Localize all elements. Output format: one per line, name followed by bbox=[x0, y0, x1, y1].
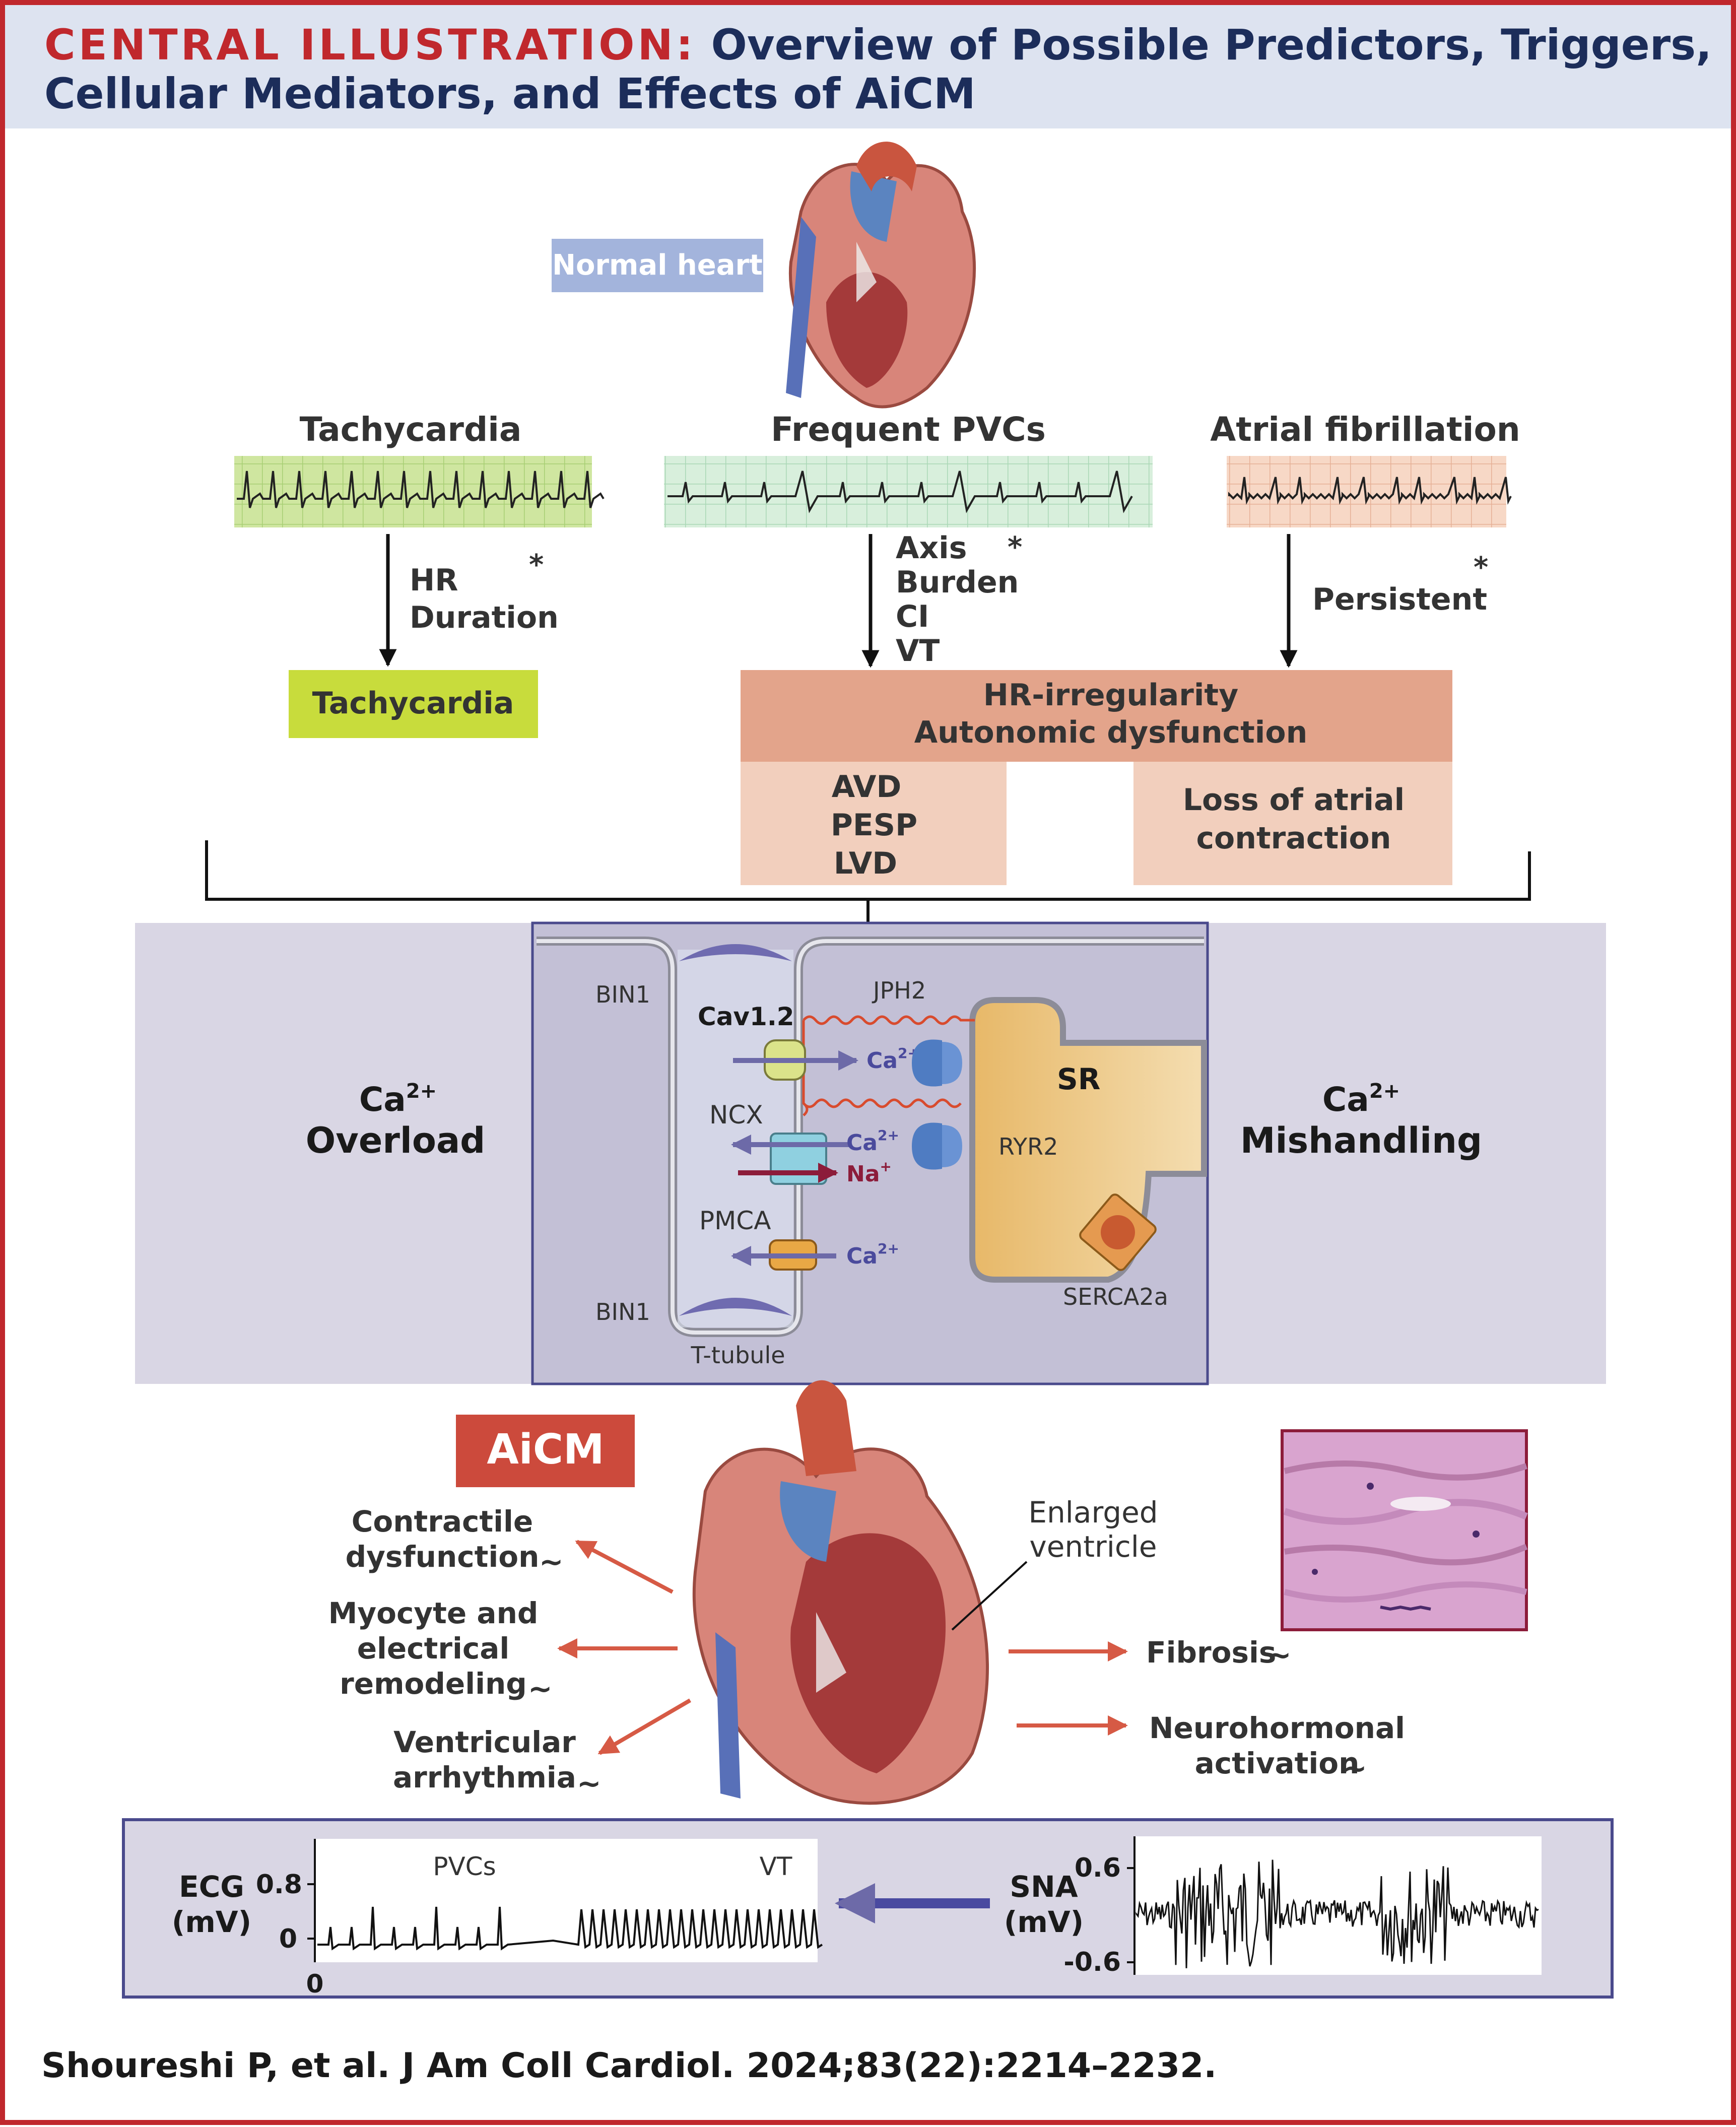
atrial-fibrillation-title: Atrial fibrillation bbox=[1210, 410, 1520, 449]
tachycardia-box bbox=[289, 670, 538, 738]
effect-arrhythmia-line2: arrhythmia bbox=[393, 1760, 576, 1794]
effect-remodeling-line1: Myocyte and bbox=[328, 1596, 539, 1630]
pvcs-predictor-vt: VT bbox=[896, 633, 940, 669]
lvd-label: LVD bbox=[834, 846, 897, 881]
citation: Shoureshi P, et al. J Am Coll Cardiol. 2… bbox=[41, 2046, 1217, 2086]
bin1-bottom-shape bbox=[679, 1298, 792, 1316]
sna-unit: (mV) bbox=[1004, 1905, 1084, 1939]
effect-fibrosis: Fibrosis bbox=[1146, 1635, 1276, 1670]
normal-heart-icon bbox=[786, 142, 976, 409]
ecg-vt-label: VT bbox=[760, 1852, 792, 1881]
afib-predictor-persistent: Persistent bbox=[1312, 582, 1487, 617]
avd-box bbox=[741, 762, 1007, 885]
jph2-label: JPH2 bbox=[872, 977, 926, 1004]
hr-irregularity-line1: HR-irregularity bbox=[983, 678, 1238, 713]
loss-atrial-box bbox=[1133, 762, 1452, 885]
header-band bbox=[5, 5, 1731, 128]
ecg-label: ECG bbox=[179, 1870, 244, 1904]
header-title-line2: Cellular Mediators, and Effects of AiCM bbox=[44, 69, 976, 118]
tachycardia-predictor-hr: HR bbox=[410, 563, 458, 598]
sr-label: SR bbox=[1057, 1062, 1100, 1096]
effect-contractile-line1: Contractile bbox=[352, 1504, 533, 1539]
enlarged-heart-icon bbox=[692, 1380, 989, 1805]
t-tubule-label: T-tubule bbox=[690, 1342, 785, 1369]
afib-asterisk: * bbox=[1474, 551, 1488, 584]
ryr2-bottom-channel bbox=[912, 1122, 962, 1170]
pvcs-predictor-axis: Axis bbox=[896, 530, 967, 566]
ecg-tick-zero-label: 0 bbox=[279, 1924, 297, 1954]
effect-neurohormonal-line2: activation bbox=[1195, 1746, 1360, 1780]
sna-trace bbox=[1136, 1859, 1539, 1968]
ecg-unit: (mV) bbox=[172, 1905, 251, 1939]
aicm-title: AiCM bbox=[487, 1426, 604, 1474]
sna-tick-top-label: 0.6 bbox=[1075, 1853, 1121, 1883]
ca-mishandling-ion: Ca2+ bbox=[1322, 1080, 1400, 1119]
tilde-contractile: ~ bbox=[539, 1545, 564, 1579]
arrow-contractile bbox=[575, 1540, 674, 1594]
pvcs-predictor-burden: Burden bbox=[896, 565, 1019, 600]
afib-ecg-strip bbox=[1227, 456, 1512, 527]
histology-image bbox=[1281, 1429, 1528, 1631]
tachycardia-title: Tachycardia bbox=[300, 410, 522, 449]
effect-remodeling-line2: electrical bbox=[357, 1631, 510, 1666]
hr-irregularity-line2: Autonomic dysfunction bbox=[914, 715, 1308, 750]
serca2a-pump bbox=[1079, 1193, 1157, 1271]
normal-heart-label: Normal heart bbox=[552, 249, 763, 282]
pvcs-predictor-ci: CI bbox=[896, 599, 929, 634]
bin1-top-label: BIN1 bbox=[595, 981, 650, 1008]
tachycardia-predictor-duration: Duration bbox=[410, 600, 559, 635]
tilde-fibrosis: ~ bbox=[1267, 1638, 1292, 1672]
arrow-arrhythmia bbox=[597, 1698, 692, 1755]
ryr2-label: RYR2 bbox=[998, 1133, 1058, 1160]
tachycardia-asterisk: * bbox=[529, 549, 544, 581]
effect-contractile-line2: dysfunction bbox=[346, 1540, 540, 1574]
effect-neurohormonal-line1: Neurohormonal bbox=[1149, 1711, 1405, 1745]
tilde-neurohormonal: ~ bbox=[1343, 1751, 1367, 1785]
bin1-bottom-label: BIN1 bbox=[595, 1298, 650, 1325]
ecg-x-tick-label: 0 bbox=[306, 1969, 324, 1999]
ca-overload-ion: Ca2+ bbox=[359, 1080, 437, 1119]
pvcs-ecg-strip bbox=[664, 456, 1153, 527]
hr-irregularity-box bbox=[741, 670, 1452, 762]
tachycardia-ecg-strip bbox=[234, 456, 605, 527]
enlarged-pointer bbox=[951, 1561, 1028, 1631]
sna-tick-bottom-label: -0.6 bbox=[1063, 1947, 1121, 1977]
pmca-ca-label: Ca2+ bbox=[846, 1240, 899, 1269]
ncx-ca-label: Ca2+ bbox=[846, 1127, 899, 1156]
serca2a-label: SERCA2a bbox=[1063, 1283, 1168, 1310]
tachycardia-box-label: Tachycardia bbox=[312, 686, 514, 721]
bin1-top-shape bbox=[679, 944, 792, 961]
sna-label: SNA bbox=[1010, 1870, 1078, 1904]
avd-label: AVD bbox=[832, 769, 902, 805]
ncx-na-label: Na+ bbox=[846, 1158, 892, 1187]
ecg-pvcs-label: PVCs bbox=[433, 1852, 496, 1881]
loss-atrial-line2: contraction bbox=[1196, 821, 1391, 856]
effect-remodeling-line3: remodeling bbox=[340, 1667, 527, 1701]
sr-shape bbox=[969, 997, 1207, 1283]
tilde-arrhythmia: ~ bbox=[577, 1766, 602, 1801]
loss-atrial-line1: Loss of atrial bbox=[1183, 782, 1405, 818]
cav12-label: Cav1.2 bbox=[698, 1002, 794, 1031]
header-title-line1: CENTRAL ILLUSTRATION:Overview of Possibl… bbox=[44, 20, 1712, 70]
aicm-title-box bbox=[456, 1415, 635, 1487]
ncx-exchanger bbox=[770, 1133, 827, 1185]
ca-mishandling-label: Mishandling bbox=[1240, 1120, 1482, 1161]
ca-overload-label: Overload bbox=[306, 1120, 486, 1161]
enlarged-label-line1: Enlarged bbox=[1028, 1495, 1158, 1530]
frequent-pvcs-title: Frequent PVCs bbox=[771, 410, 1046, 449]
pmca-label: PMCA bbox=[699, 1206, 771, 1235]
ecg-bottom-trace bbox=[317, 1906, 823, 1951]
jph2-linker bbox=[802, 1015, 975, 1116]
effect-arrhythmia-line1: Ventricular bbox=[393, 1725, 576, 1759]
pesp-label: PESP bbox=[831, 808, 917, 843]
tilde-remodeling: ~ bbox=[528, 1672, 553, 1706]
normal-heart-label-box bbox=[552, 239, 763, 292]
pvcs-asterisk: * bbox=[1008, 531, 1022, 564]
ryr2-top-channel bbox=[912, 1039, 962, 1087]
ncx-label: NCX bbox=[709, 1100, 763, 1129]
ecg-tick-top-label: 0.8 bbox=[256, 1870, 302, 1900]
enlarged-label-line2: ventricle bbox=[1029, 1530, 1157, 1564]
